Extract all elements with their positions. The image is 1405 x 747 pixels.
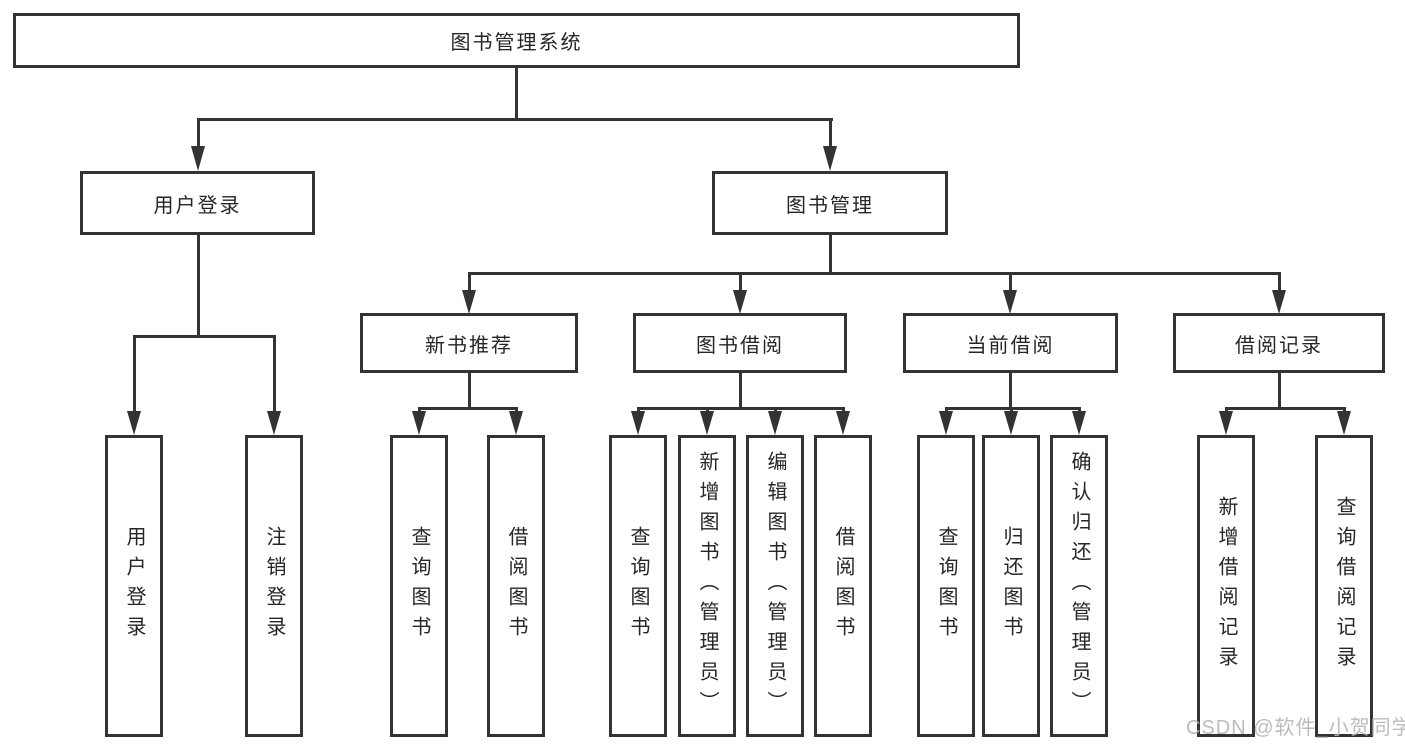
leaf-borrow-book-2: 借阅图书 [814,435,872,737]
leaf-add-book-admin: 新增图书（管理员） [678,435,736,737]
node-current-borrow: 当前借阅 [903,313,1118,373]
connector-shaft [197,118,200,147]
connector-currentborrow-stem [1009,372,1012,407]
leaf-logout: 注销登录 [245,435,303,737]
arrow-down-icon [939,411,953,435]
connector-records-stem [1278,372,1281,407]
leaf-edit-book-admin: 编辑图书（管理员） [746,435,804,737]
arrow-down-icon [412,411,426,435]
leaf-query-book-2: 查询图书 [609,435,667,737]
arrow-down-icon [1219,411,1233,435]
connector-shaft [468,272,471,292]
arrow-down-icon [700,411,714,435]
node-book-management: 图书管理 [712,171,948,235]
node-book-borrow: 图书借阅 [633,313,847,373]
leaf-borrow-book-1: 借阅图书 [487,435,545,737]
arrow-down-icon [768,411,782,435]
arrow-down-icon [1337,411,1351,435]
arrow-down-icon [509,411,523,435]
connector-newbook-stem [468,372,471,407]
arrow-down-icon [823,146,837,171]
leaf-query-book-3: 查询图书 [917,435,975,737]
connector-userlogin-stem [197,235,200,335]
connector-shaft [1278,272,1281,292]
arrow-down-icon [733,290,747,314]
connector-root-stem [515,68,518,118]
connector-shaft [133,335,136,413]
connector-records-bar [1225,407,1346,410]
leaf-user-login: 用户登录 [105,435,163,737]
arrow-down-icon [191,146,205,171]
node-new-book-recommend: 新书推荐 [360,313,578,373]
node-borrow-records: 借阅记录 [1173,313,1385,373]
arrow-down-icon [1003,290,1017,314]
connector-shaft [1009,272,1012,292]
leaf-query-book-1: 查询图书 [390,435,448,737]
arrow-down-icon [631,411,645,435]
connector-bookborrow-stem [739,372,742,407]
leaf-return-book: 归还图书 [982,435,1040,737]
connector-shaft [829,118,832,147]
arrow-down-icon [267,411,281,435]
arrow-down-icon [1004,411,1018,435]
connector-userlogin-bar [133,335,276,338]
connector-bookborrow-bar [637,407,845,410]
connector-shaft [739,272,742,292]
csdn-watermark: CSDN @软件_小贺同学 [1186,717,1405,739]
connector-newbook-bar [418,407,517,410]
leaf-add-borrow-record: 新增借阅记录 [1197,435,1255,737]
leaf-confirm-return-admin: 确认归还（管理员） [1050,435,1108,737]
arrow-down-icon [127,411,141,435]
connector-shaft [273,335,276,413]
connector-root-bar [197,118,833,121]
arrow-down-icon [1072,411,1086,435]
connector-bookmgmt-bar [468,272,1281,275]
arrow-down-icon [1272,290,1286,314]
arrow-down-icon [462,290,476,314]
node-root-system: 图书管理系统 [13,13,1020,68]
node-user-login: 用户登录 [80,171,315,235]
leaf-query-borrow-record: 查询借阅记录 [1315,435,1373,737]
connector-bookmgmt-stem [829,235,832,272]
arrow-down-icon [836,411,850,435]
